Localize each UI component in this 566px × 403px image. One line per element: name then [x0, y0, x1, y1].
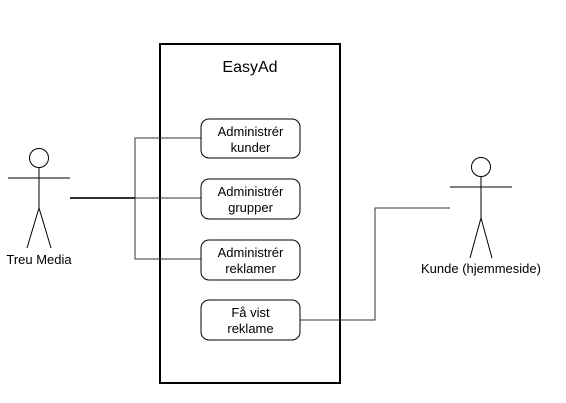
use-case-label-line2: reklamer [225, 261, 276, 276]
actor-label: Kunde (hjemmeside) [421, 261, 541, 276]
stick-figure-icon [8, 148, 70, 249]
use-case-label-line2: kunder [231, 140, 271, 155]
treu-media-connectors [70, 137, 201, 260]
use-case-box [200, 178, 301, 220]
actor-treu-media[interactable]: Treu Media [6, 148, 72, 268]
connector-to-administrer-reklamer [134, 198, 201, 260]
use-case-label-line1: Administrér [218, 245, 284, 260]
use-case-label-line1: Administrér [218, 184, 284, 199]
use-case-faa-vist-reklame[interactable]: Få vist reklame [200, 299, 301, 341]
actor-kunde[interactable]: Kunde (hjemmeside) [421, 157, 541, 277]
use-case-administrer-kunder[interactable]: Administrér kunder [200, 118, 301, 159]
use-case-administrer-reklamer[interactable]: Administrér reklamer [200, 239, 301, 281]
actor-label: Treu Media [6, 252, 72, 267]
use-case-box [200, 118, 301, 159]
use-case-label-line1: Få vist [231, 305, 270, 320]
use-case-administrer-grupper[interactable]: Administrér grupper [200, 178, 301, 220]
connector-to-administrer-kunder [134, 137, 201, 198]
use-case-label-line1: Administrér [218, 124, 284, 139]
use-case-label-line2: reklame [227, 321, 273, 336]
use-case-label-line2: grupper [228, 200, 273, 215]
use-case-box [200, 299, 301, 341]
stick-figure-icon [450, 157, 512, 259]
use-case-box [200, 239, 301, 281]
system-title: EasyAd [222, 59, 277, 76]
connector-kunde-to-faa-vist-reklame [300, 207, 450, 321]
